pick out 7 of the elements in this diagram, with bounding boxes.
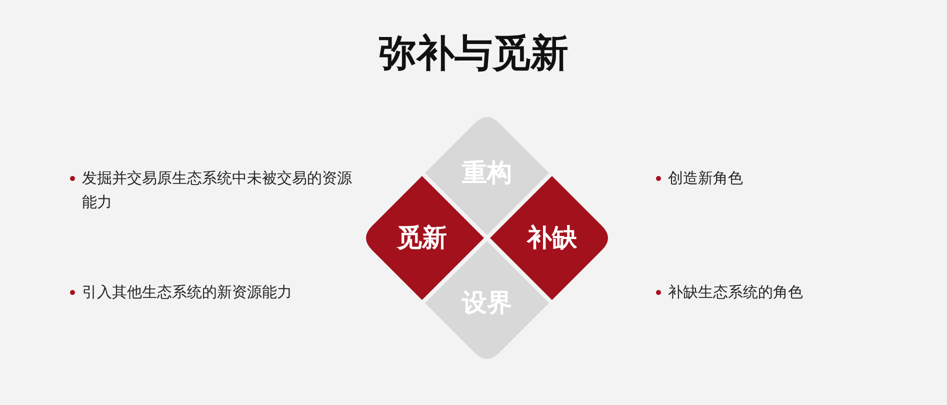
bullet-text: 创造新角色	[668, 168, 744, 189]
tile-label: 补缺	[526, 223, 578, 253]
title: 弥补与觅新	[378, 29, 570, 77]
bullet-text: 引入其他生态系统的新资源能力	[82, 282, 293, 303]
tile-label: 觅新	[396, 223, 448, 253]
bullet-text: 发掘并交易原生态系统中未被交易的资源能力	[82, 168, 352, 213]
bullet-text: 补缺生态系统的角色	[668, 282, 804, 303]
